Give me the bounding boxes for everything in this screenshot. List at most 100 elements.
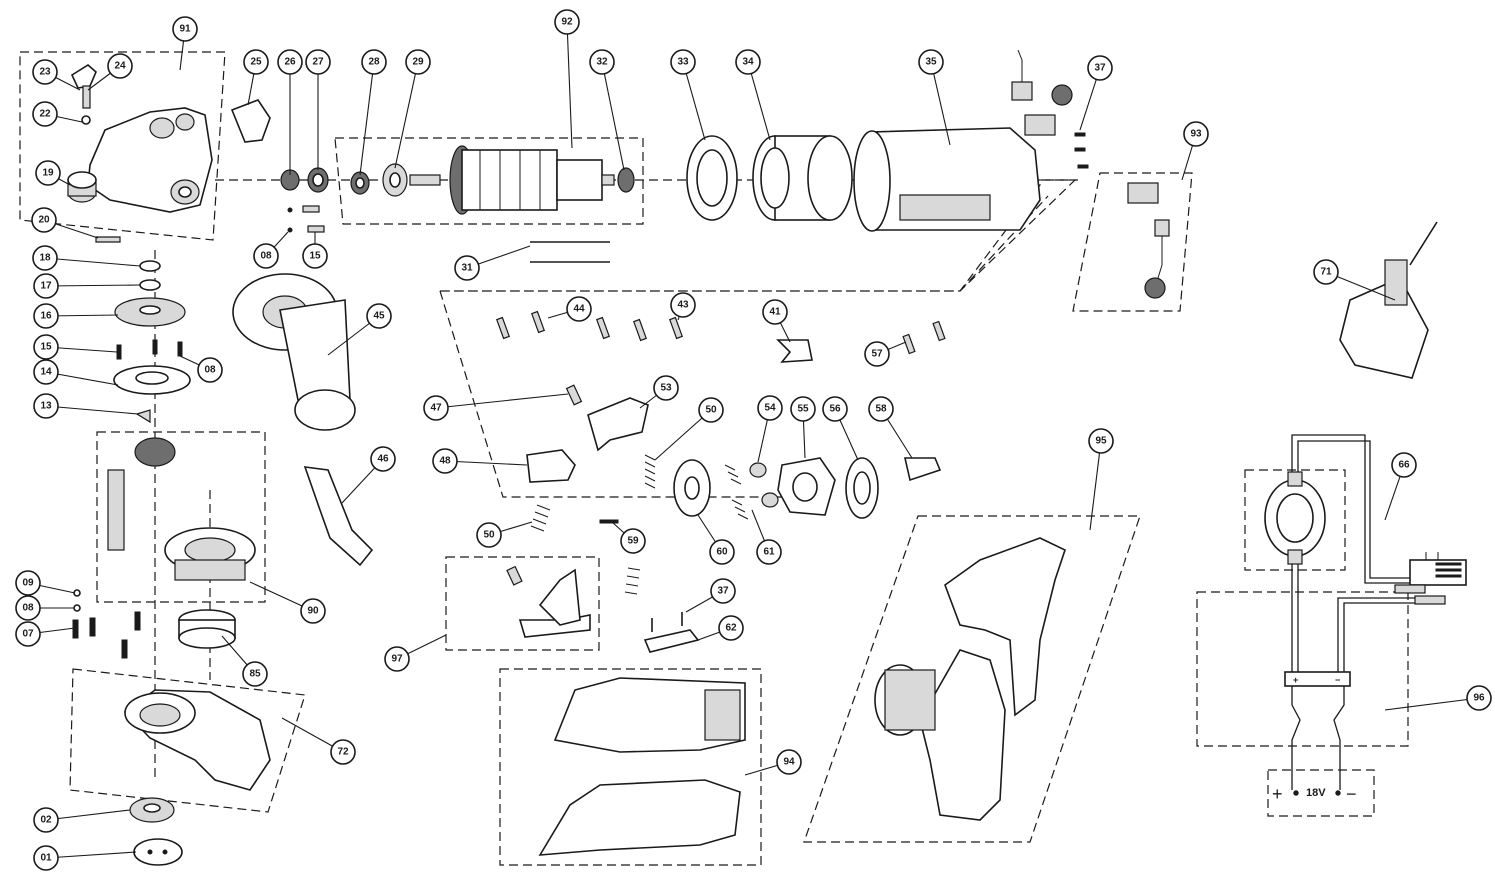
leader-line xyxy=(45,851,137,859)
callout-number: 24 xyxy=(114,61,126,72)
callout-16: 16 xyxy=(33,303,59,329)
leader-line xyxy=(1384,697,1480,711)
callout-circle xyxy=(670,49,696,75)
callout-circle xyxy=(366,303,392,329)
callout-number: 50 xyxy=(483,530,495,541)
callout-01: 01 xyxy=(33,845,59,871)
callout-circle xyxy=(33,273,59,299)
callout-number: 28 xyxy=(368,57,380,68)
terminal-plus-label: + xyxy=(1293,675,1298,685)
callout-number: 27 xyxy=(312,57,324,68)
callout-15: 15 xyxy=(33,334,59,360)
callout-number: 71 xyxy=(1320,267,1332,278)
leader-line xyxy=(45,405,139,415)
callout-37: 37 xyxy=(1087,55,1113,81)
callout-circle xyxy=(554,9,580,35)
callout-number: 20 xyxy=(38,215,50,226)
callout-circle xyxy=(670,292,696,318)
callout-number: 29 xyxy=(412,57,424,68)
callout-circle xyxy=(776,749,802,775)
callout-circle xyxy=(370,446,396,472)
callout-circle xyxy=(361,49,387,75)
callout-circle xyxy=(1087,55,1113,81)
callout-circle xyxy=(32,245,58,271)
callout-number: 37 xyxy=(717,586,729,597)
callout-44: 44 xyxy=(566,296,592,322)
callout-number: 53 xyxy=(660,383,672,394)
callout-number: 07 xyxy=(22,629,34,640)
callout-18: 18 xyxy=(32,245,58,271)
callout-circle xyxy=(718,615,744,641)
callout-number: 96 xyxy=(1473,693,1485,704)
callout-number: 90 xyxy=(307,606,319,617)
callout-number: 18 xyxy=(39,253,51,264)
callout-29: 29 xyxy=(405,49,431,75)
terminal-minus-label: − xyxy=(1335,675,1340,685)
callout-number: 55 xyxy=(797,404,809,415)
callout-number: 08 xyxy=(22,603,34,614)
callout-number: 33 xyxy=(677,57,689,68)
callout-number: 48 xyxy=(439,456,451,467)
wiring-schematic: + − + − 18V xyxy=(1264,434,1467,804)
callout-07: 07 xyxy=(15,621,41,647)
callout-85: 85 xyxy=(242,661,268,687)
callout-number: 72 xyxy=(337,747,349,758)
callout-66: 66 xyxy=(1391,452,1417,478)
callout-circle xyxy=(277,49,303,75)
callout-number: 34 xyxy=(742,57,754,68)
callout-number: 08 xyxy=(204,365,216,376)
callout-number: 19 xyxy=(42,168,54,179)
callout-09: 09 xyxy=(15,570,41,596)
callout-number: 37 xyxy=(1094,63,1106,74)
callout-33: 33 xyxy=(670,49,696,75)
callout-71: 71 xyxy=(1313,259,1339,285)
callout-circle xyxy=(33,845,59,871)
callout-circle xyxy=(253,243,279,269)
callout-circle xyxy=(762,299,788,325)
callout-circle xyxy=(35,160,61,186)
callout-circle xyxy=(15,595,41,621)
callout-24: 24 xyxy=(107,53,133,79)
callout-number: 15 xyxy=(309,251,321,262)
callout-08: 08 xyxy=(253,243,279,269)
callout-number: 44 xyxy=(573,304,585,315)
callout-97: 97 xyxy=(384,646,410,672)
callout-28: 28 xyxy=(361,49,387,75)
leader-line xyxy=(444,460,528,466)
battery-voltage-label: 18V xyxy=(1306,787,1326,799)
callout-circle xyxy=(243,49,269,75)
leader-line xyxy=(44,257,141,267)
callout-circle xyxy=(868,396,894,422)
callout-number: 41 xyxy=(769,307,781,318)
callout-34: 34 xyxy=(735,49,761,75)
callout-31: 31 xyxy=(454,255,480,281)
callout-number: 22 xyxy=(39,109,51,120)
callout-14: 14 xyxy=(33,359,59,385)
callout-number: 56 xyxy=(829,404,841,415)
callout-circle xyxy=(15,621,41,647)
callout-93: 93 xyxy=(1183,121,1209,147)
callout-number: 16 xyxy=(40,311,52,322)
callout-94: 94 xyxy=(776,749,802,775)
leader-line xyxy=(682,61,706,141)
callout-circle xyxy=(735,49,761,75)
leader-line xyxy=(394,61,419,169)
callout-circle xyxy=(107,53,133,79)
leader-line xyxy=(359,61,375,176)
callout-72: 72 xyxy=(330,739,356,765)
callout-90: 90 xyxy=(300,598,326,624)
callout-circle xyxy=(33,303,59,329)
callout-number: 94 xyxy=(783,757,795,768)
callout-number: 08 xyxy=(260,251,272,262)
callout-17: 17 xyxy=(33,273,59,299)
callout-number: 01 xyxy=(40,853,52,864)
callout-circle xyxy=(197,357,223,383)
callout-47: 47 xyxy=(423,395,449,421)
callout-circle xyxy=(1183,121,1209,147)
callout-number: 93 xyxy=(1190,129,1202,140)
parts xyxy=(67,49,1438,866)
callout-23: 23 xyxy=(32,59,58,85)
callout-20: 20 xyxy=(31,207,57,233)
leader-line xyxy=(747,61,771,141)
